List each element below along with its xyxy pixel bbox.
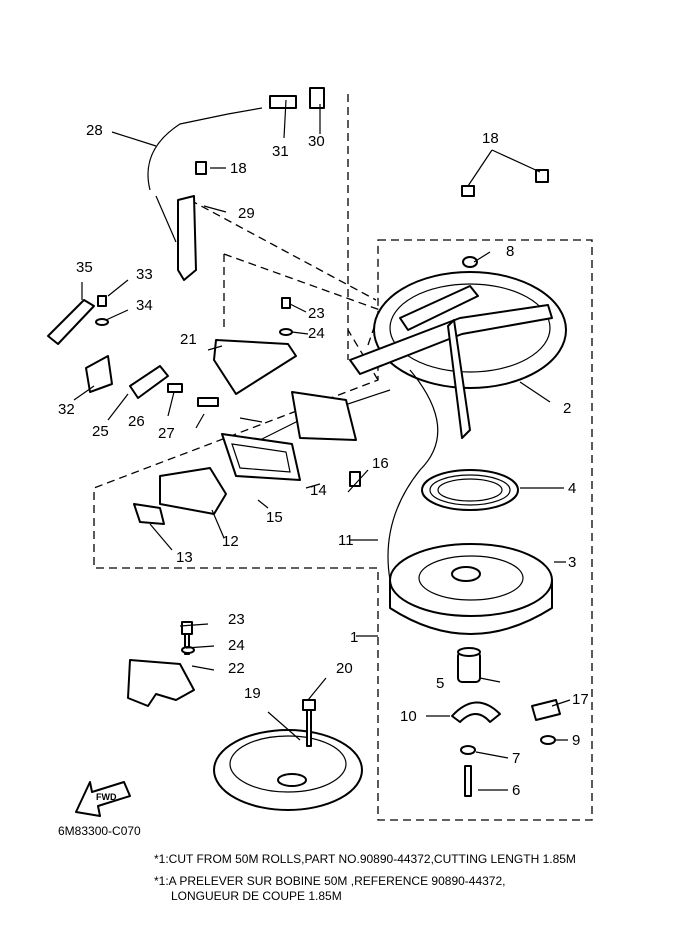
callout-19: 19 (244, 685, 261, 702)
callout-33: 33 (136, 266, 153, 283)
callout-10: 10 (400, 708, 417, 725)
note-french: *1:A PRELEVER SUR BOBINE 50M ,REFERENCE … (154, 874, 506, 888)
callout-23b: 23 (228, 611, 245, 628)
callout-11: 11 (338, 532, 354, 549)
callout-13: 13 (176, 549, 193, 566)
callout-29: 29 (238, 205, 255, 222)
callout-35: 35 (76, 259, 93, 276)
callout-7: 7 (512, 750, 520, 767)
callout-9: 9 (572, 732, 580, 749)
callout-14: 14 (310, 482, 327, 499)
note-english: *1:CUT FROM 50M ROLLS,PART NO.90890-4437… (154, 852, 576, 866)
callout-16: 16 (372, 455, 389, 472)
callout-28: 28 (86, 122, 103, 139)
assembly-boundary (93, 239, 593, 821)
callout-23a: 23 (308, 305, 325, 322)
callout-1: 1 (350, 629, 358, 646)
callout-26: 26 (128, 413, 145, 430)
callout-6: 6 (512, 782, 520, 799)
pawl-parts (451, 647, 561, 797)
callout-34: 34 (136, 297, 153, 314)
callout-17: 17 (572, 691, 589, 708)
callout-32: 32 (58, 401, 75, 418)
callout-24b: 24 (228, 637, 245, 654)
callout-8: 8 (506, 243, 514, 260)
callout-18b: 18 (482, 130, 499, 147)
cable-assembly (47, 87, 549, 487)
callout-24a: 24 (308, 325, 325, 342)
callout-31: 31 (272, 143, 289, 160)
guide-line (321, 90, 349, 360)
callout-15: 15 (266, 509, 283, 526)
callout-18a: 18 (230, 160, 247, 177)
sheave-drum (389, 543, 553, 635)
note-french-continued: LONGUEUR DE COUPE 1.85M (171, 889, 342, 903)
starter-case (349, 271, 567, 439)
starter-plate (213, 729, 363, 811)
callout-4: 4 (568, 480, 576, 497)
callout-5: 5 (436, 675, 444, 692)
callout-25: 25 (92, 423, 109, 440)
callout-21: 21 (180, 331, 197, 348)
bolt (302, 699, 316, 747)
callout-12: 12 (222, 533, 239, 550)
callout-2: 2 (563, 400, 571, 417)
callout-22: 22 (228, 660, 245, 677)
fwd-arrow-icon: FWD (75, 781, 131, 817)
lower-bracket (127, 621, 195, 707)
starter-handle (133, 391, 357, 525)
spiral-spring (421, 469, 519, 511)
callout-27: 27 (158, 425, 175, 442)
callout-30: 30 (308, 133, 325, 150)
leader-lines (73, 99, 571, 791)
callout-20: 20 (336, 660, 353, 677)
drawing-code: 6M83300-C070 (58, 824, 141, 838)
fwd-label: FWD (96, 792, 117, 802)
callout-3: 3 (568, 554, 576, 571)
